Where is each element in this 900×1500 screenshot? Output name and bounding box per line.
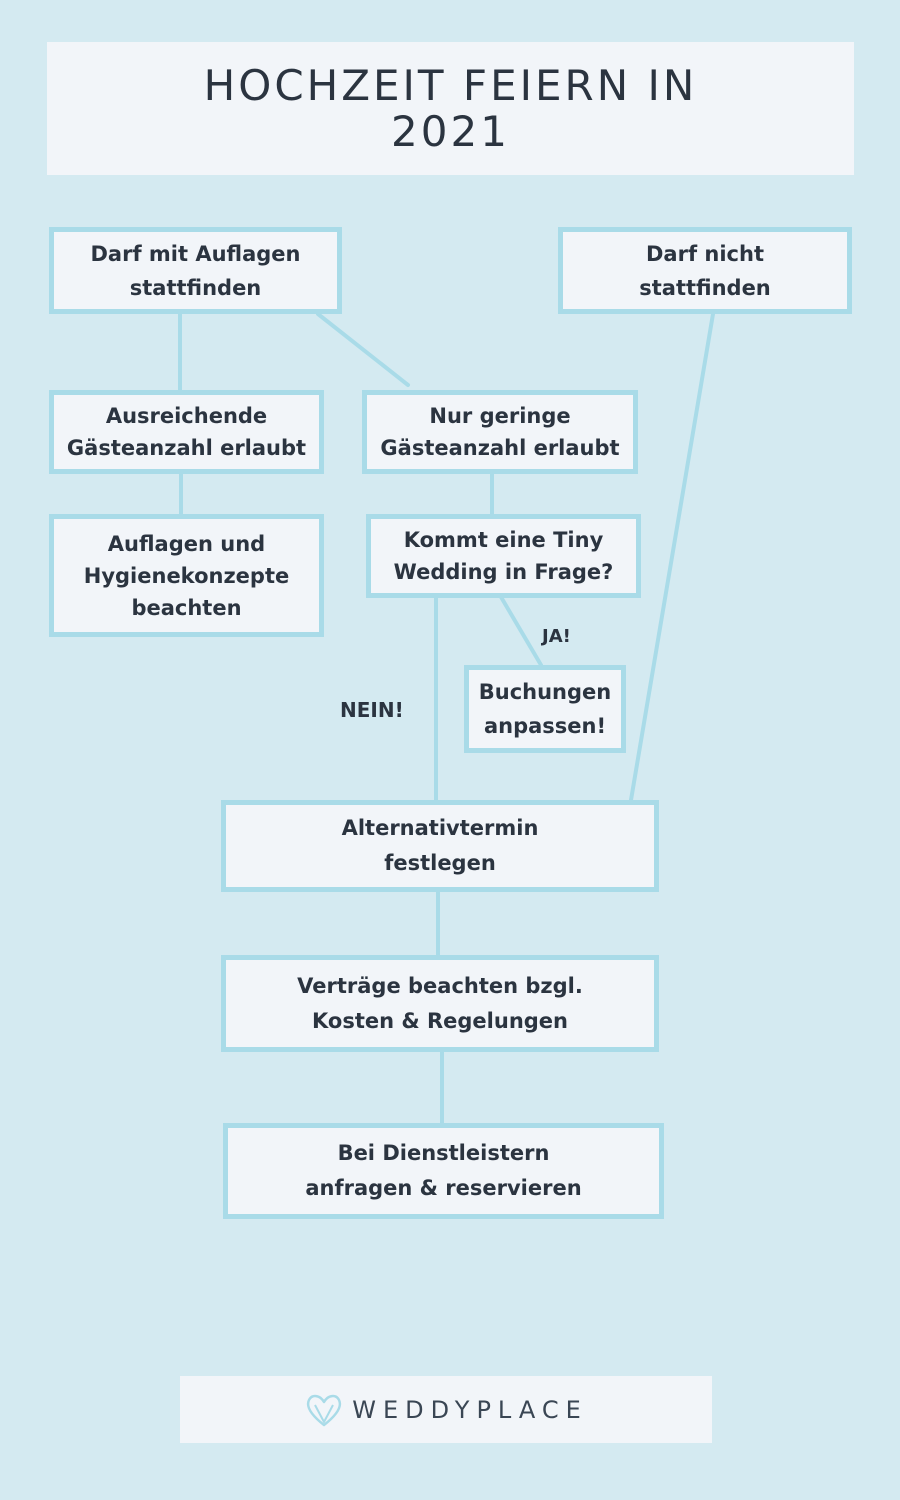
title-panel: HOCHZEIT FEIERN IN 2021 — [47, 42, 854, 175]
node-dienstleister: Bei Dienstleistern anfragen & reserviere… — [223, 1123, 664, 1219]
node-alternativtermin-text: Alternativtermin festlegen — [341, 816, 539, 875]
node-tiny-wedding-text: Kommt eine Tiny Wedding in Frage? — [393, 528, 614, 584]
edge-label-nein: NEIN! — [340, 698, 404, 722]
node-mit-auflagen: Darf mit Auflagen stattfinden — [49, 227, 342, 314]
page-title: HOCHZEIT FEIERN IN 2021 — [203, 60, 698, 156]
heart-icon — [307, 1394, 342, 1426]
logo-panel: WEDDYPLACE — [180, 1376, 712, 1443]
edge-nicht-alternativ — [629, 312, 715, 802]
node-ausreichend: Ausreichende Gästeanzahl erlaubt — [49, 390, 324, 474]
edge-label-ja: JA! — [542, 626, 571, 647]
node-vertraege: Verträge beachten bzgl. Kosten & Regelun… — [221, 955, 659, 1052]
node-tiny-wedding: Kommt eine Tiny Wedding in Frage? — [366, 514, 641, 598]
node-buchungen: Buchungen anpassen! — [464, 665, 626, 753]
node-alternativtermin: Alternativtermin festlegen — [221, 800, 659, 892]
node-hygiene: Auflagen und Hygienekonzepte beachten — [49, 514, 324, 637]
node-vertraege-text: Verträge beachten bzgl. Kosten & Regelun… — [297, 973, 583, 1033]
node-nicht-stattfinden: Darf nicht stattfinden — [558, 227, 852, 314]
node-ausreichend-text: Ausreichende Gästeanzahl erlaubt — [66, 404, 307, 460]
node-geringe-text: Nur geringe Gästeanzahl erlaubt — [380, 404, 620, 460]
node-buchungen-text: Buchungen anpassen! — [478, 680, 612, 738]
edge-auflagen-geringe — [316, 312, 410, 387]
logo-wordmark: WEDDYPLACE — [352, 1395, 588, 1424]
node-hygiene-text: Auflagen und Hygienekonzepte beachten — [83, 531, 290, 620]
node-nicht-stattfinden-text: Darf nicht stattfinden — [639, 241, 771, 300]
edge-tiny-buchungen — [499, 595, 543, 667]
node-geringe: Nur geringe Gästeanzahl erlaubt — [362, 390, 638, 474]
node-mit-auflagen-text: Darf mit Auflagen stattfinden — [90, 241, 301, 300]
node-dienstleister-text: Bei Dienstleistern anfragen & reserviere… — [305, 1141, 582, 1200]
